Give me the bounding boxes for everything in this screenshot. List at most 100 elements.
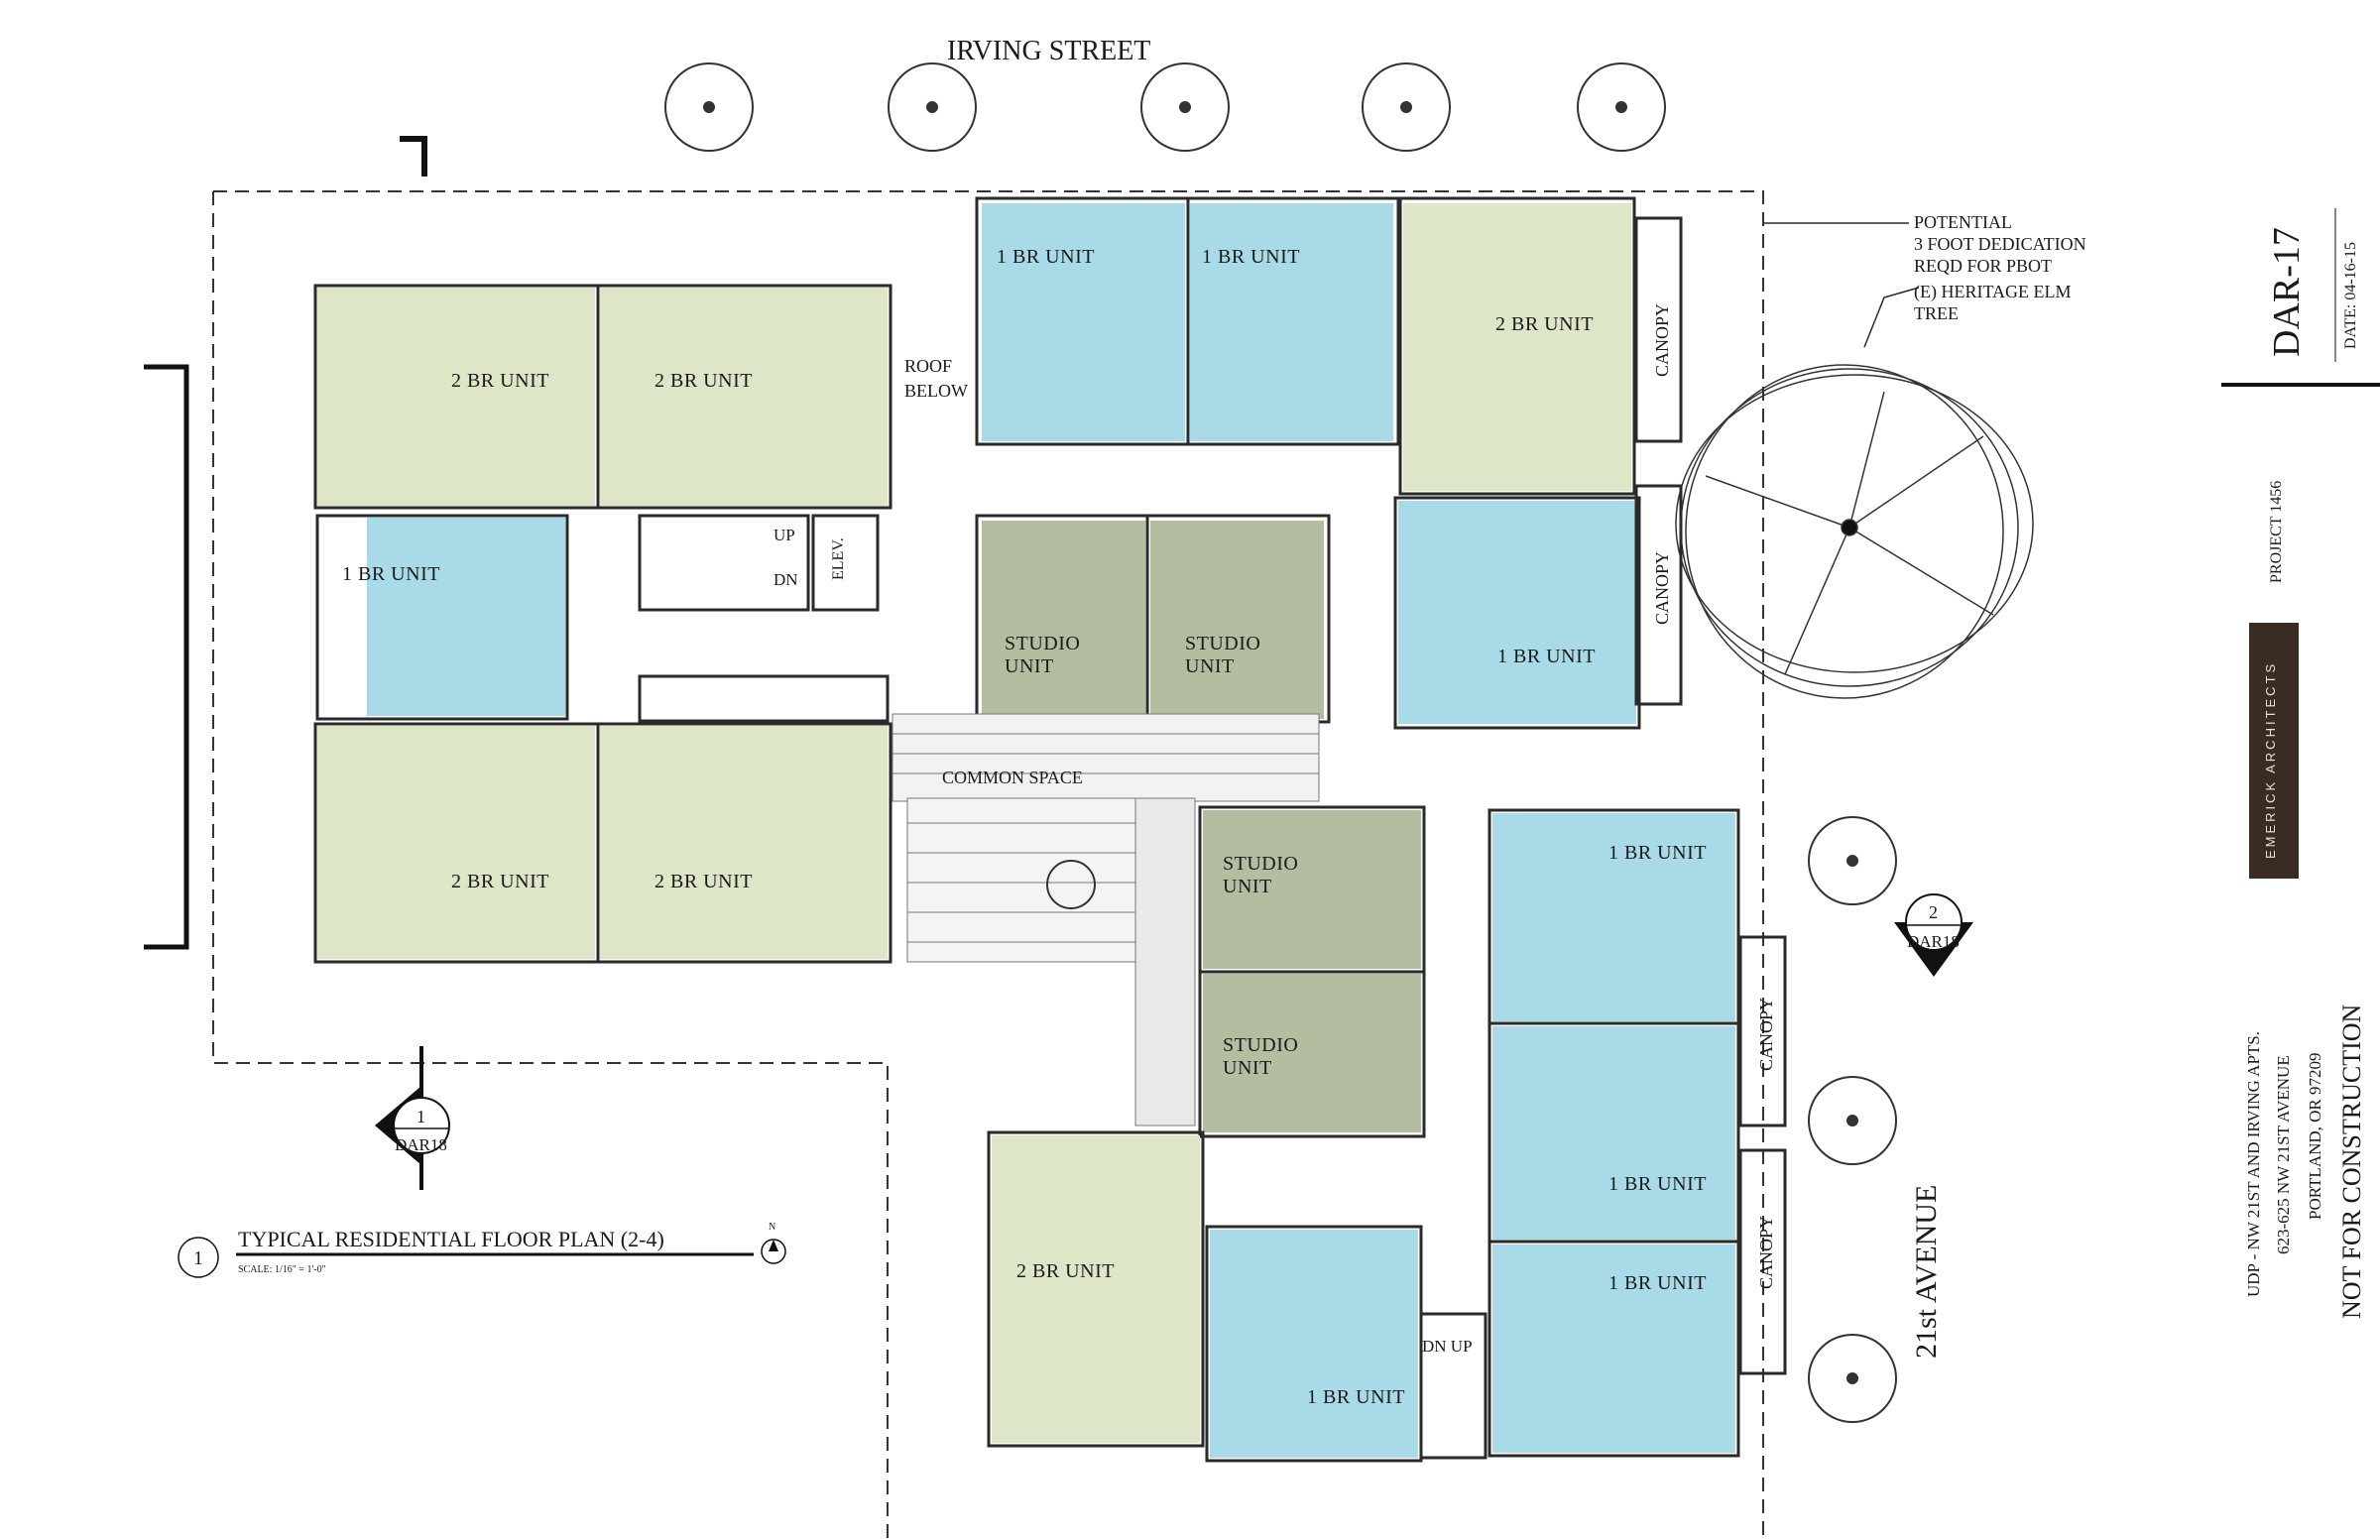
property-line bbox=[212, 190, 1764, 1540]
canopy-label-east-1: CANOPY bbox=[1756, 998, 1776, 1071]
unit-2br-ne bbox=[1403, 203, 1631, 491]
block-s-outline bbox=[987, 1130, 1205, 1448]
unit-label-2br-south: 2 BR UNIT bbox=[1016, 1260, 1115, 1282]
north-arrow-label: N bbox=[769, 1222, 775, 1233]
unit-1br-east-upper bbox=[1398, 501, 1636, 724]
common-space-label: COMMON SPACE bbox=[942, 768, 1083, 787]
unit-1br-east-1 bbox=[1492, 813, 1735, 1021]
note-dedication-1: POTENTIAL bbox=[1914, 212, 2012, 232]
unit-1br-west bbox=[367, 518, 565, 716]
unit-label-studio-3b: UNIT bbox=[1223, 876, 1272, 897]
heritage-elm-canopy bbox=[1675, 364, 2034, 699]
drawing-title-number: 1 bbox=[193, 1247, 203, 1269]
project-city: PORTLAND, OR 97209 bbox=[2306, 1052, 2324, 1220]
elevator-label: ELEV. bbox=[830, 537, 847, 580]
section-marker-1 bbox=[375, 1046, 450, 1190]
unit-studio-south-2 bbox=[1203, 974, 1421, 1132]
unit-label-1br-north-2: 1 BR UNIT bbox=[1202, 246, 1300, 268]
unit-label-studio-4b: UNIT bbox=[1223, 1057, 1272, 1079]
drawing-scale: SCALE: 1/16" = 1'-0" bbox=[238, 1264, 326, 1275]
north-edge-marker bbox=[400, 136, 427, 177]
canopy-east-1 bbox=[1738, 935, 1787, 1127]
unit-label-2br-nw-1: 2 BR UNIT bbox=[451, 370, 549, 392]
canopy-label-ne-1: CANOPY bbox=[1652, 303, 1672, 377]
unit-label-1br-east-upper: 1 BR UNIT bbox=[1497, 646, 1596, 667]
stair-south bbox=[1419, 1312, 1488, 1460]
unit-2br-sw-1 bbox=[317, 726, 595, 959]
note-dedication-3: REQD FOR PBOT bbox=[1914, 256, 2052, 276]
canopy-label-east-2: CANOPY bbox=[1756, 1216, 1776, 1289]
canopy-box-west bbox=[638, 674, 890, 723]
stair-dn-label: DN bbox=[774, 570, 798, 589]
block-e-outline bbox=[1393, 496, 1641, 730]
stair-south-label: DN UP bbox=[1422, 1337, 1473, 1356]
block-nw-outline bbox=[313, 284, 892, 510]
stair-core bbox=[638, 514, 810, 612]
street-trees-north bbox=[664, 62, 1666, 152]
unit-label-studio-2b: UNIT bbox=[1185, 655, 1235, 677]
unit-label-2br-sw-2: 2 BR UNIT bbox=[654, 871, 753, 892]
section-marker-2 bbox=[1894, 893, 1973, 977]
block-w-outline bbox=[315, 514, 569, 721]
unit-label-studio-1b: UNIT bbox=[1005, 655, 1054, 677]
canopy-label-ne-2: CANOPY bbox=[1652, 551, 1672, 625]
note-tree-2: TREE bbox=[1914, 303, 1959, 323]
canopy-east-2 bbox=[1738, 1148, 1787, 1375]
unit-studio-south-1 bbox=[1203, 810, 1421, 969]
unit-2br-nw-1 bbox=[317, 288, 595, 506]
unit-label-2br-sw-1: 2 BR UNIT bbox=[451, 871, 549, 892]
avenue-label: 21st AVENUE bbox=[1910, 1185, 1943, 1359]
unit-label-1br-east-3: 1 BR UNIT bbox=[1608, 1272, 1707, 1294]
unit-label-1br-west: 1 BR UNIT bbox=[342, 563, 440, 585]
unit-label-1br-east-2: 1 BR UNIT bbox=[1608, 1173, 1707, 1195]
unit-label-2br-ne: 2 BR UNIT bbox=[1495, 313, 1594, 335]
unit-label-1br-east-1: 1 BR UNIT bbox=[1608, 842, 1707, 864]
drawing-title-text: TYPICAL RESIDENTIAL FLOOR PLAN (2-4) bbox=[238, 1227, 664, 1251]
sheet-date: DATE: 04-16-15 bbox=[2342, 242, 2359, 349]
firm-logo-box: EMERICK ARCHITECTS bbox=[2249, 623, 2299, 879]
unit-label-1br-south: 1 BR UNIT bbox=[1307, 1386, 1405, 1408]
sheet-number: DAR-17 bbox=[2266, 227, 2308, 357]
unit-label-studio-2a: STUDIO bbox=[1185, 633, 1260, 654]
drawing-title bbox=[178, 1237, 786, 1278]
roof-below-label-1: ROOF bbox=[904, 356, 952, 376]
unit-2br-south bbox=[992, 1135, 1200, 1443]
unit-1br-north-2 bbox=[1190, 203, 1393, 441]
project-number: PROJECT 1456 bbox=[2268, 481, 2285, 583]
elevator bbox=[811, 514, 880, 612]
unit-label-2br-nw-2: 2 BR UNIT bbox=[654, 370, 753, 392]
construction-status: NOT FOR CONSTRUCTION bbox=[2337, 1004, 2366, 1319]
note-tree-1: (E) HERITAGE ELM bbox=[1914, 282, 2072, 302]
unit-label-1br-north-1: 1 BR UNIT bbox=[997, 246, 1095, 268]
canopy-ne-1 bbox=[1634, 216, 1683, 443]
street-trees-east bbox=[1808, 816, 1897, 1423]
firm-name: EMERICK ARCHITECTS bbox=[2263, 660, 2278, 859]
unit-studio-center-2 bbox=[1150, 521, 1324, 719]
section-marker-2-number: 2 bbox=[1929, 902, 1938, 922]
common-space-deck bbox=[892, 713, 1320, 1126]
unit-1br-east-2 bbox=[1492, 1026, 1735, 1240]
section-marker-1-number: 1 bbox=[416, 1107, 425, 1126]
unit-label-studio-3a: STUDIO bbox=[1223, 853, 1298, 875]
section-marker-2-sheet: DAR18 bbox=[1907, 932, 1960, 951]
roof-below-label-2: BELOW bbox=[904, 381, 968, 401]
unit-label-studio-1a: STUDIO bbox=[1005, 633, 1080, 654]
west-edge-marker bbox=[144, 364, 189, 950]
stair-up-label: UP bbox=[774, 526, 795, 544]
note-dedication-2: 3 FOOT DEDICATION bbox=[1914, 234, 2086, 254]
canopy-ne-2 bbox=[1634, 484, 1683, 706]
section-marker-1-sheet: DAR18 bbox=[395, 1135, 447, 1154]
unit-label-studio-4a: STUDIO bbox=[1223, 1034, 1298, 1056]
unit-1br-south bbox=[1210, 1230, 1418, 1458]
unit-2br-sw-2 bbox=[600, 726, 888, 959]
unit-1br-north-1 bbox=[982, 203, 1185, 441]
tree-leader bbox=[1863, 287, 1920, 348]
project-address: 623-625 NW 21ST AVENUE bbox=[2274, 1055, 2293, 1254]
project-name: UDP - NW 21ST AND IRVING APTS. bbox=[2244, 1031, 2263, 1297]
block-ne-outline bbox=[1398, 196, 1636, 496]
unit-2br-nw-2 bbox=[600, 288, 888, 506]
unit-1br-east-3 bbox=[1492, 1244, 1735, 1453]
block-east-outline bbox=[1488, 808, 1740, 1458]
irving-street-label: IRVING STREET bbox=[947, 36, 1150, 66]
